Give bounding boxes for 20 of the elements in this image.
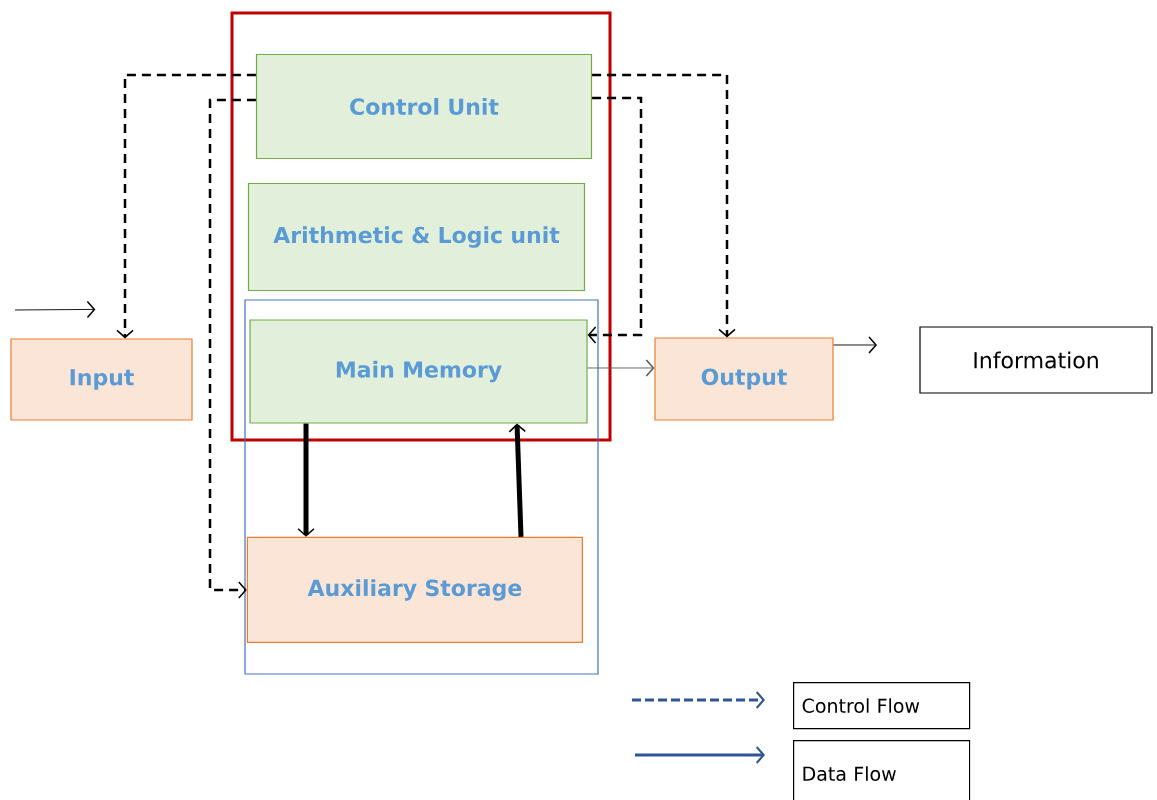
- arrow: [208, 98, 256, 599]
- legend-box: Control Flow: [793, 682, 971, 730]
- unit-box: Arithmetic & Logic unit: [247, 182, 586, 292]
- arrow: [592, 73, 736, 338]
- device-box: Output: [654, 337, 834, 421]
- arrow: [587, 359, 655, 377]
- arrow: [508, 423, 527, 537]
- arrow: [587, 96, 643, 344]
- device-box: Auxiliary Storage: [246, 536, 583, 643]
- legend-box: Data Flow: [793, 740, 971, 800]
- device-box: Input: [10, 338, 193, 421]
- output-label-box: Information: [919, 326, 1153, 394]
- arrow: [116, 73, 256, 339]
- cpu-frame: [230, 11, 612, 442]
- unit-box: Main Memory: [249, 319, 588, 424]
- arrow: [833, 336, 877, 354]
- storage-frame: [244, 299, 599, 675]
- arrow: [297, 423, 315, 537]
- arrow: [14, 300, 96, 319]
- unit-box: Control Unit: [255, 53, 593, 160]
